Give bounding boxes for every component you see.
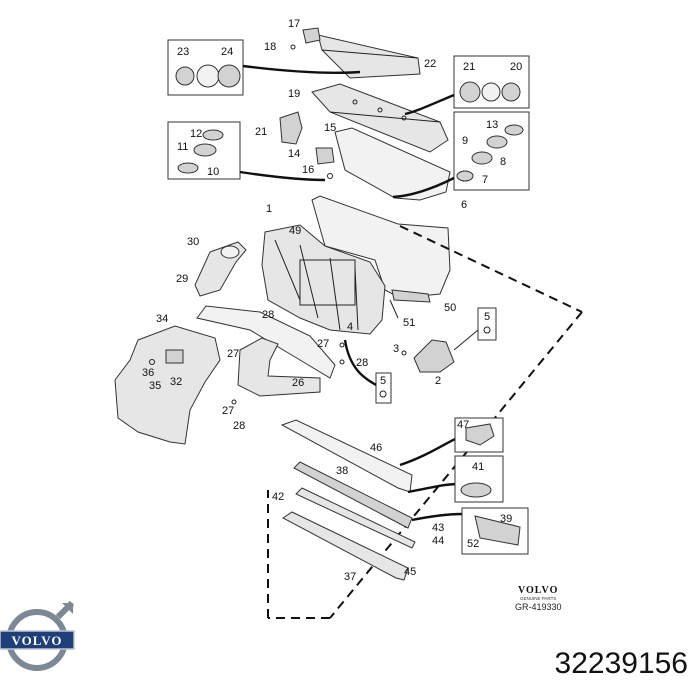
- callout-6: 6: [461, 199, 467, 211]
- callout-45: 45: [404, 566, 416, 578]
- callout-28-bottom: 28: [233, 420, 245, 432]
- diagram-brand-subtext: GENUINE PARTS: [520, 596, 556, 601]
- callout-14: 14: [288, 148, 300, 160]
- part-2-bracket: [413, 339, 455, 373]
- callout-15: 15: [324, 122, 336, 134]
- drawing-reference: GR-419330: [515, 602, 562, 612]
- callout-34: 34: [156, 313, 168, 325]
- part-42-seal: [295, 487, 416, 549]
- callout-44: 44: [432, 535, 444, 547]
- callout-20: 20: [510, 61, 522, 73]
- callout-28-top: 28: [262, 309, 274, 321]
- callout-16: 16: [302, 164, 314, 176]
- callout-9: 12: [190, 128, 202, 140]
- volvo-logo: VOLVO: [0, 600, 75, 671]
- part-17-bracket: [302, 27, 321, 44]
- detail-box-5-lower: [375, 372, 392, 404]
- part-22-shelf: [317, 34, 421, 79]
- part-50-trim: [391, 289, 431, 303]
- part-34-wheelhouse: [114, 325, 221, 445]
- callout-37: 37: [344, 571, 356, 583]
- diagram-brand: VOLVO: [518, 585, 558, 596]
- callout-13: 13: [486, 119, 498, 131]
- callout-23: 23: [177, 46, 189, 58]
- callout-18: 18: [264, 41, 276, 53]
- callout-35: 35: [149, 380, 161, 392]
- callout-5-lower: 5: [380, 375, 386, 387]
- callout-3: 3: [393, 343, 399, 355]
- callout-27-left: 27: [227, 348, 239, 360]
- callout-21-top: 21: [463, 61, 475, 73]
- part-46-sill-trim: [280, 419, 413, 493]
- callout-27-mid: 27: [317, 338, 329, 350]
- part-1-rear-panel: [261, 224, 386, 335]
- callout-29: 29: [176, 273, 188, 285]
- callout-26: 26: [292, 377, 304, 389]
- callout-42: 42: [272, 491, 284, 503]
- volvo-logo-text: VOLVO: [12, 633, 63, 648]
- callout-2: 2: [435, 375, 441, 387]
- callout-17: 17: [288, 18, 300, 30]
- part-26-fender: [237, 337, 321, 397]
- callout-8: 11: [177, 141, 188, 153]
- detail-box-5-upper: [477, 307, 497, 341]
- callout-43: 43: [432, 522, 444, 534]
- callout-52: 52: [467, 538, 479, 550]
- callout-5-upper: 5: [484, 311, 490, 323]
- part-6-rear-shelf: [334, 127, 451, 201]
- callout-36: 36: [142, 367, 154, 379]
- callout-22: 22: [424, 58, 436, 70]
- callout-30: 30: [187, 236, 199, 248]
- callout-49: 49: [289, 225, 301, 237]
- part-32-plate: [165, 349, 184, 364]
- callout-10: 7: [482, 174, 488, 186]
- callout-labels: 17 18 22 19 23 24 21 20 21 15 12 11 10 1…: [142, 18, 522, 583]
- callout-46: 46: [370, 442, 382, 454]
- part-49-wall: [311, 195, 451, 299]
- callout-11: 8: [500, 156, 506, 168]
- callout-1: 1: [266, 203, 272, 215]
- part-38-sill: [293, 461, 413, 529]
- callout-32: 32: [170, 376, 182, 388]
- callout-50: 50: [444, 302, 456, 314]
- callout-4: 4: [347, 321, 353, 333]
- part-21-cover: [279, 111, 303, 145]
- callout-38: 38: [336, 465, 348, 477]
- callout-19: 19: [288, 88, 300, 100]
- part-14-bracket: [315, 147, 335, 165]
- callout-21-mid: 21: [255, 126, 267, 138]
- callout-7: 10: [207, 166, 219, 178]
- callout-39: 39: [500, 513, 512, 525]
- callout-47: 47: [457, 419, 469, 431]
- callout-51: 51: [403, 317, 415, 329]
- callout-12: 9: [462, 135, 468, 147]
- callout-24: 24: [221, 46, 233, 58]
- part-number: 32239156: [554, 647, 688, 680]
- callout-41: 41: [472, 461, 484, 473]
- callout-27-bottom: 27: [222, 405, 234, 417]
- part-37-sill-outer: [282, 511, 409, 581]
- callout-28-mid: 28: [356, 357, 368, 369]
